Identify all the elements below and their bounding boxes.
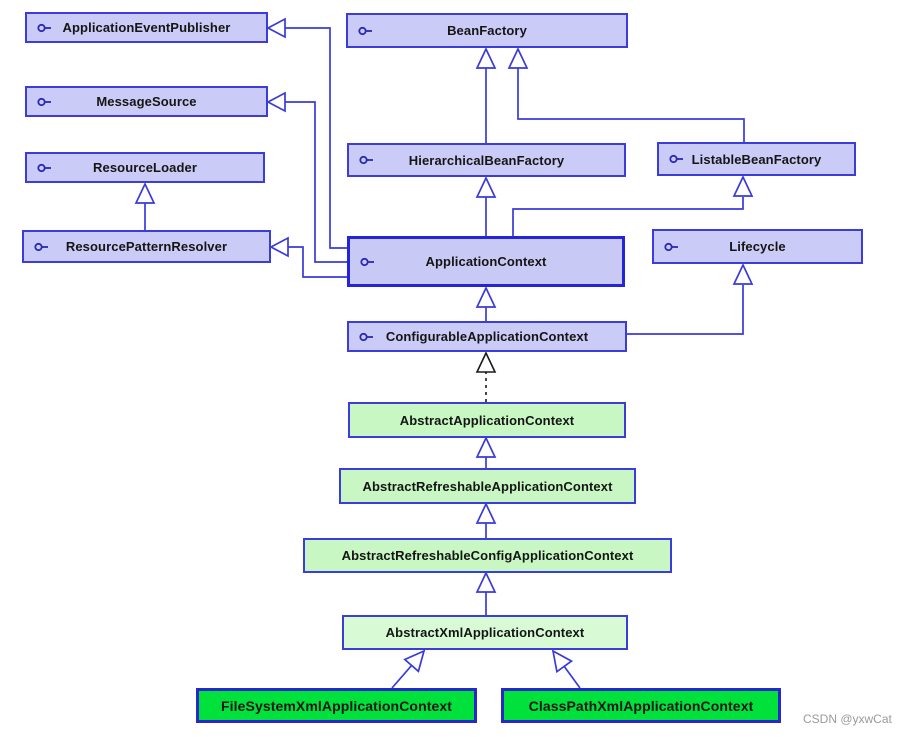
node-label: ClassPathXmlApplicationContext (528, 697, 754, 714)
node-label: ResourcePatternResolver (65, 239, 228, 254)
edge-abstractrefreshableconfigapplicationcontext-abstractrefreshableapplicationcontext (475, 502, 497, 538)
interface-icon (359, 256, 376, 268)
node-label: Lifecycle (729, 239, 786, 254)
edge-applicationcontext-resourcepatternresolver (269, 236, 347, 278)
node-class-path-xml-application-context: ClassPathXmlApplicationContext (501, 688, 781, 723)
node-label: HierarchicalBeanFactory (408, 152, 565, 168)
node-message-source: MessageSource (25, 86, 268, 117)
interface-icon (668, 153, 685, 165)
edge-resourcepatternresolver-resourceloader (134, 182, 156, 230)
interface-icon (33, 241, 50, 253)
edge-applicationcontext-hierarchicalbeanfactory (475, 176, 497, 236)
interface-icon (357, 25, 374, 37)
node-label: AbstractApplicationContext (399, 412, 575, 428)
node-label: ConfigurableApplicationContext (385, 329, 589, 344)
node-file-system-xml-application-context: FileSystemXmlApplicationContext (196, 688, 477, 723)
node-resource-pattern-resolver: ResourcePatternResolver (22, 230, 271, 263)
node-resource-loader: ResourceLoader (25, 152, 265, 183)
node-configurable-application-context: ConfigurableApplicationContext (347, 321, 627, 352)
node-label: FileSystemXmlApplicationContext (220, 697, 453, 714)
node-label: AbstractXmlApplicationContext (385, 625, 585, 640)
watermark: CSDN @yxwCat (803, 712, 892, 726)
interface-icon (36, 162, 53, 174)
edge-configurableapplicationcontext-applicationcontext (475, 286, 497, 321)
node-application-event-publisher: ApplicationEventPublisher (25, 12, 268, 43)
edge-configurableapplicationcontext-lifecycle (627, 263, 754, 335)
node-abstract-refreshable-config-application-context: AbstractRefreshableConfigApplicationCont… (303, 538, 672, 573)
edge-listablebeanfactory-beanfactory (507, 47, 745, 142)
node-label: BeanFactory (447, 23, 527, 38)
interface-icon (663, 241, 680, 253)
edge-applicationcontext-listablebeanfactory (512, 175, 754, 236)
interface-icon (358, 154, 375, 166)
interface-icon (36, 22, 53, 34)
node-label: ListableBeanFactory (691, 151, 822, 167)
node-application-context: ApplicationContext (347, 236, 625, 287)
node-lifecycle: Lifecycle (652, 229, 863, 264)
node-hierarchical-bean-factory: HierarchicalBeanFactory (347, 143, 626, 177)
node-abstract-application-context: AbstractApplicationContext (348, 402, 626, 438)
interface-icon (358, 331, 375, 343)
interface-icon (36, 96, 53, 108)
edge-filesystemxmlapplicationcontext-abstractxmlapplicationcontext (391, 649, 426, 689)
edge-classpathxmlapplicationcontext-abstractxmlapplicationcontext (551, 649, 581, 689)
node-label: ApplicationEventPublisher (62, 20, 231, 35)
node-label: MessageSource (96, 94, 197, 109)
node-label: ApplicationContext (425, 254, 547, 269)
edge-applicationcontext-applicationeventpublisher (266, 17, 347, 249)
node-label: AbstractRefreshableConfigApplicationCont… (341, 548, 634, 563)
edge-abstractxmlapplicationcontext-abstractrefreshableconfigapplicationcontext (475, 571, 497, 615)
node-listable-bean-factory: ListableBeanFactory (657, 142, 856, 176)
node-bean-factory: BeanFactory (346, 13, 628, 48)
edge-abstractrefreshableapplicationcontext-abstractapplicationcontext (475, 436, 497, 468)
edge-abstractapplicationcontext-configurableapplicationcontext (475, 351, 497, 402)
edge-hierarchicalbeanfactory-beanfactory (475, 47, 497, 143)
node-abstract-xml-application-context: AbstractXmlApplicationContext (342, 615, 628, 650)
node-label: ResourceLoader (93, 160, 197, 175)
node-abstract-refreshable-application-context: AbstractRefreshableApplicationContext (339, 468, 636, 504)
edge-applicationcontext-messagesource (266, 91, 347, 263)
node-label: AbstractRefreshableApplicationContext (362, 478, 613, 494)
